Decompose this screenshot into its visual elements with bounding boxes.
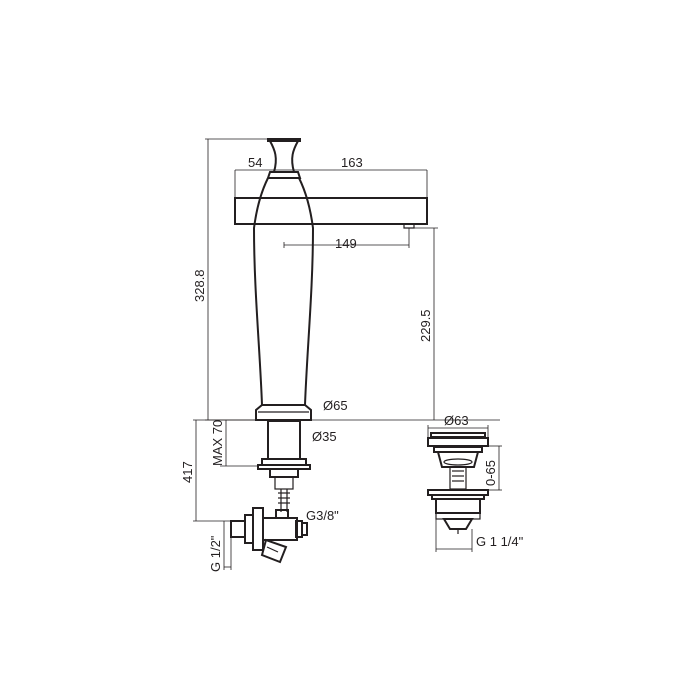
label-54: 54 bbox=[248, 155, 262, 170]
label-328-8: 328.8 bbox=[192, 269, 207, 302]
label-g-3-8: G3/8" bbox=[306, 508, 339, 523]
dimension-labels: 163 54 149 328.8 229.5 Ø65 Ø35 MAX 70 41… bbox=[180, 155, 524, 572]
label-g-1-2: G 1/2" bbox=[208, 535, 223, 572]
label-417: 417 bbox=[180, 461, 195, 483]
label-waste-diameter: Ø63 bbox=[444, 413, 469, 428]
label-0-65: 0-65 bbox=[483, 460, 498, 486]
label-149: 149 bbox=[335, 236, 357, 251]
popup-waste bbox=[427, 432, 489, 534]
mounting-shank bbox=[257, 420, 311, 512]
faucet-body bbox=[234, 138, 428, 421]
label-163: 163 bbox=[341, 155, 363, 170]
dimension-lines bbox=[193, 138, 502, 570]
label-g-1-1-4: G 1 1/4" bbox=[476, 534, 524, 549]
label-max-70: MAX 70 bbox=[210, 420, 225, 466]
label-base-diameter: Ø65 bbox=[323, 398, 348, 413]
label-229-5: 229.5 bbox=[418, 309, 433, 342]
label-shank-diameter: Ø35 bbox=[312, 429, 337, 444]
angle-valve bbox=[230, 507, 308, 564]
